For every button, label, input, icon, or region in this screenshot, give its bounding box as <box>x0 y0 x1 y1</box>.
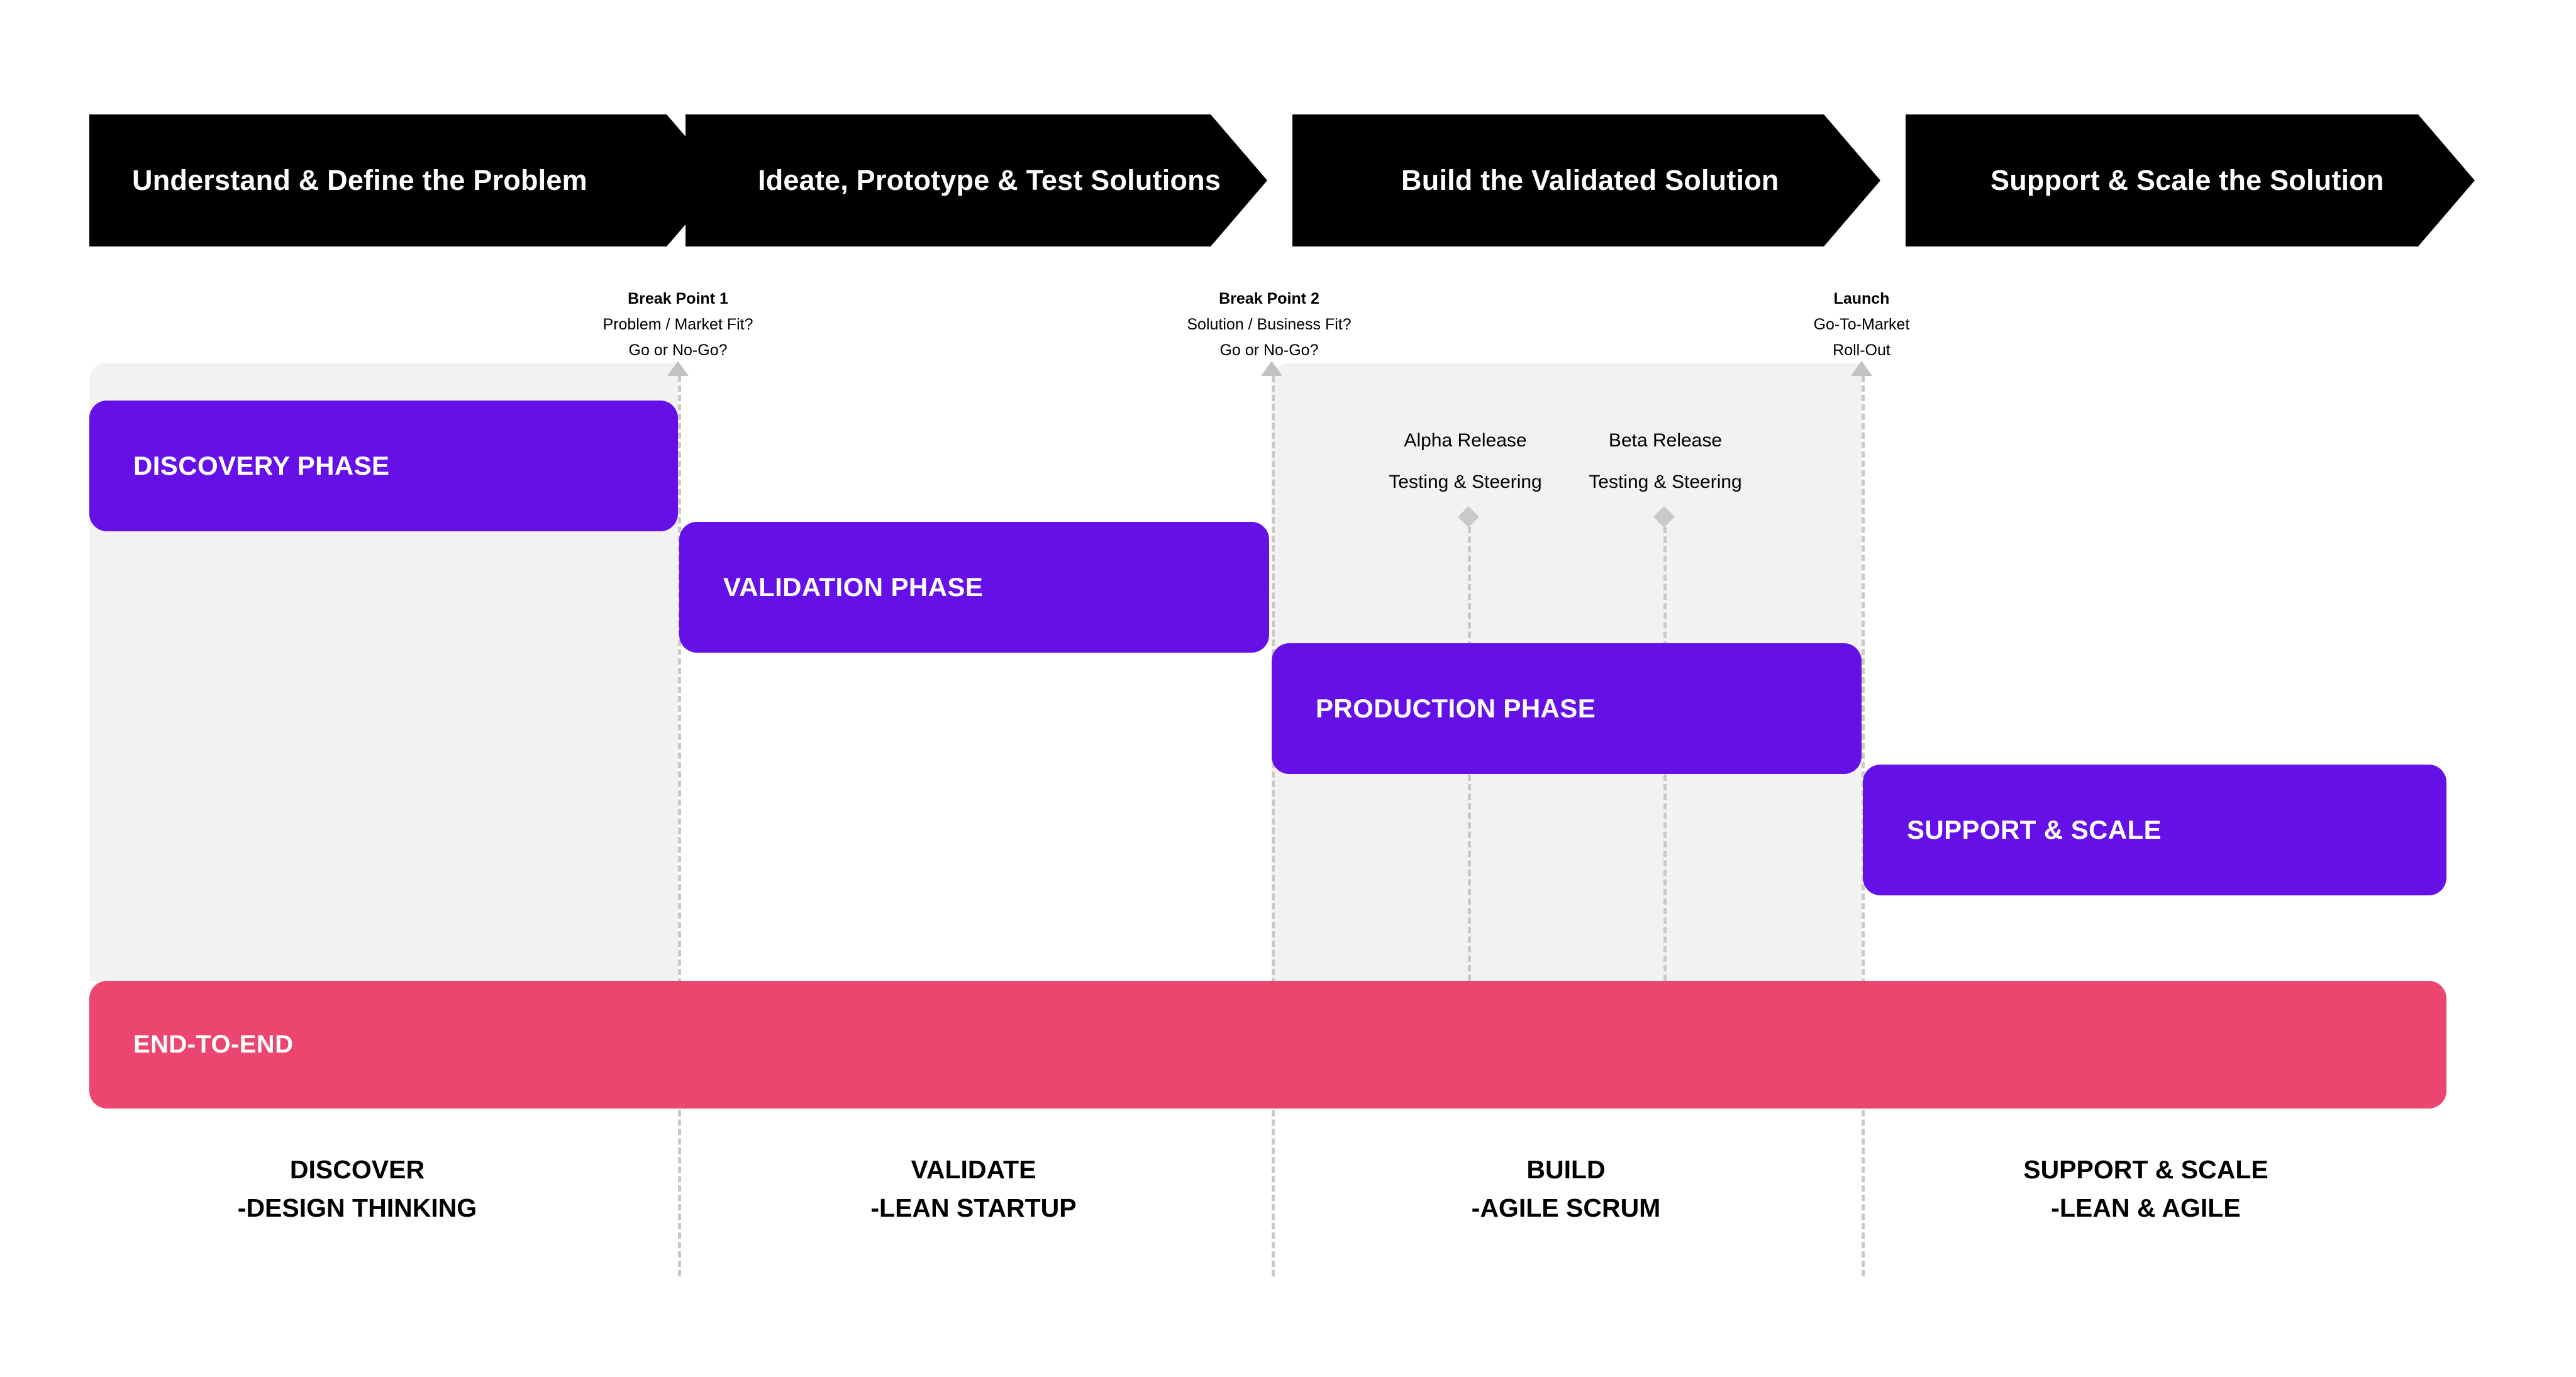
milestone-subtitle-1: Go-To-Market <box>1813 316 1910 333</box>
release-label-alpha: Alpha Release Testing & Steering <box>1389 420 1541 503</box>
phase-bar-label: SUPPORT & SCALE <box>1907 815 2162 844</box>
release-line-2: Testing & Steering <box>1589 472 1742 492</box>
milestone-subtitle-2: Go or No-Go? <box>1219 341 1319 359</box>
guide-arrow-break-point-2 <box>1261 361 1282 376</box>
phase-banner: Understand & Define the Problem Ideate, … <box>0 0 2576 296</box>
column-caption-line-2: -LEAN & AGILE <box>2051 1193 2241 1222</box>
guide-arrow-break-point-1 <box>667 361 689 376</box>
column-caption-validate: VALIDATE -LEAN STARTUP <box>870 1151 1076 1227</box>
milestone-break-point-2: Break Point 2 Solution / Business Fit? G… <box>1187 286 1351 363</box>
milestone-title: Launch <box>1833 290 1890 307</box>
milestone-subtitle-1: Problem / Market Fit? <box>602 316 753 333</box>
phase-bar-production[interactable]: PRODUCTION PHASE <box>1272 643 1862 774</box>
release-line-2: Testing & Steering <box>1389 472 1542 492</box>
milestone-break-point-1: Break Point 1 Problem / Market Fit? Go o… <box>603 286 753 363</box>
milestone-subtitle-2: Roll-Out <box>1833 341 1890 359</box>
column-caption-line-1: DISCOVER <box>289 1155 425 1184</box>
column-caption-discover: DISCOVER -DESIGN THINKING <box>238 1151 477 1227</box>
phase-bar-label: PRODUCTION PHASE <box>1316 694 1596 723</box>
release-line-1: Beta Release <box>1608 430 1723 451</box>
guide-line-break-point-1 <box>678 376 681 1276</box>
banner-segment-shape-1 <box>89 114 723 246</box>
phase-bar-validation[interactable]: VALIDATION PHASE <box>679 522 1269 653</box>
milestone-title: Break Point 1 <box>628 290 728 307</box>
phase-bar-label: END-TO-END <box>133 1031 294 1058</box>
guide-arrow-launch <box>1851 361 1872 376</box>
column-caption-line-2: -LEAN STARTUP <box>870 1193 1077 1222</box>
release-line-1: Alpha Release <box>1404 430 1527 451</box>
milestone-launch: Launch Go-To-Market Roll-Out <box>1814 286 1910 363</box>
guide-line-break-point-2 <box>1272 376 1275 1276</box>
phase-bar-discovery[interactable]: DISCOVERY PHASE <box>89 401 678 531</box>
banner-segment-shape-2 <box>686 114 1267 246</box>
column-caption-build: BUILD -AGILE SCRUM <box>1472 1151 1661 1227</box>
phase-bar-label: VALIDATION PHASE <box>723 572 984 602</box>
banner-segment-shape-4 <box>1906 114 2475 246</box>
milestone-subtitle-2: Go or No-Go? <box>628 341 728 359</box>
phase-bar-support-scale[interactable]: SUPPORT & SCALE <box>1863 765 2446 895</box>
column-caption-line-2: -AGILE SCRUM <box>1471 1193 1661 1222</box>
column-caption-line-2: -DESIGN THINKING <box>237 1193 477 1222</box>
column-caption-line-1: VALIDATE <box>911 1155 1036 1184</box>
banner-segment-shape-3 <box>1292 114 1880 246</box>
column-caption-line-1: BUILD <box>1526 1155 1606 1184</box>
milestone-subtitle-1: Solution / Business Fit? <box>1187 316 1352 333</box>
phase-bar-label: DISCOVERY PHASE <box>133 451 390 480</box>
milestone-title: Break Point 2 <box>1219 290 1319 307</box>
release-label-beta: Beta Release Testing & Steering <box>1589 420 1741 503</box>
phase-bar-end-to-end[interactable]: END-TO-END <box>89 981 2446 1109</box>
column-caption-line-1: SUPPORT & SCALE <box>2023 1155 2268 1184</box>
column-caption-support-scale: SUPPORT & SCALE -LEAN & AGILE <box>2023 1151 2268 1227</box>
